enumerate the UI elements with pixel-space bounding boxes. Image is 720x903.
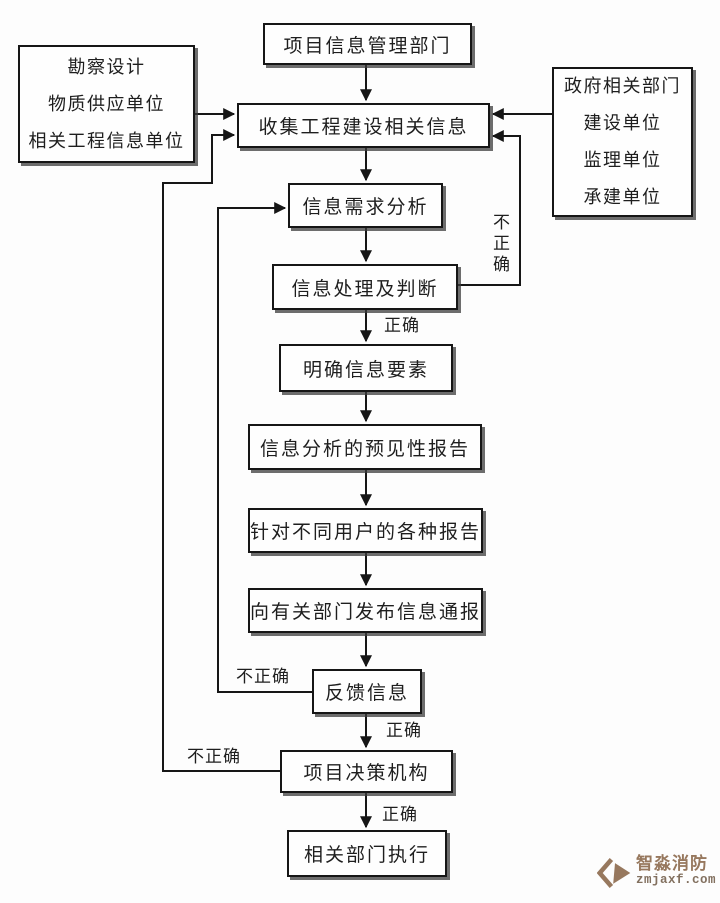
node-clarify-elements: 明确信息要素 — [279, 344, 453, 392]
node-predictive-report: 信息分析的预见性报告 — [248, 424, 482, 470]
left-source-line: 勘察设计 — [67, 56, 146, 77]
node-left-sources: 勘察设计 物质供应单位 相关工程信息单位 — [18, 45, 195, 163]
node-dept-execute: 相关部门执行 — [287, 830, 447, 877]
edge-label-incorrect-feedback-loop: 不正确 — [236, 667, 290, 686]
right-source-line: 监理单位 — [583, 150, 662, 170]
left-source-line: 相关工程信息单位 — [28, 130, 185, 151]
left-source-line: 物质供应单位 — [48, 93, 165, 114]
watermark-brand: 智淼消防 — [636, 854, 708, 873]
node-process-judge: 信息处理及判断 — [272, 264, 458, 310]
node-user-reports: 针对不同用户的各种报告 — [248, 508, 483, 553]
watermark-domain: zmjaxf.com — [636, 873, 717, 887]
node-right-sources: 政府相关部门 建设单位 监理单位 承建单位 — [552, 67, 693, 217]
right-source-line: 政府相关部门 — [564, 76, 681, 96]
node-demand-analysis: 信息需求分析 — [288, 183, 443, 228]
watermark: 智淼消防 zmjaxf.com — [597, 855, 716, 891]
node-project-info-dept: 项目信息管理部门 — [263, 23, 472, 65]
node-collect-info: 收集工程建设相关信息 — [237, 103, 490, 148]
right-source-line: 建设单位 — [583, 113, 662, 133]
watermark-logo-icon — [597, 858, 631, 888]
right-source-line: 承建单位 — [583, 187, 662, 207]
edge-label-correct-after-process: 正确 — [384, 316, 420, 335]
edge-label-incorrect-decision-loop: 不正确 — [187, 747, 241, 766]
node-publish-bulletin: 向有关部门发布信息通报 — [248, 588, 483, 633]
node-feedback-info: 反馈信息 — [312, 669, 422, 714]
edge-label-correct-after-feedback: 正确 — [386, 721, 422, 740]
node-decision-body: 项目决策机构 — [280, 750, 453, 793]
edge-label-correct-after-decision: 正确 — [382, 805, 418, 824]
edge-label-incorrect-process-loop: 不正确 — [490, 213, 509, 276]
